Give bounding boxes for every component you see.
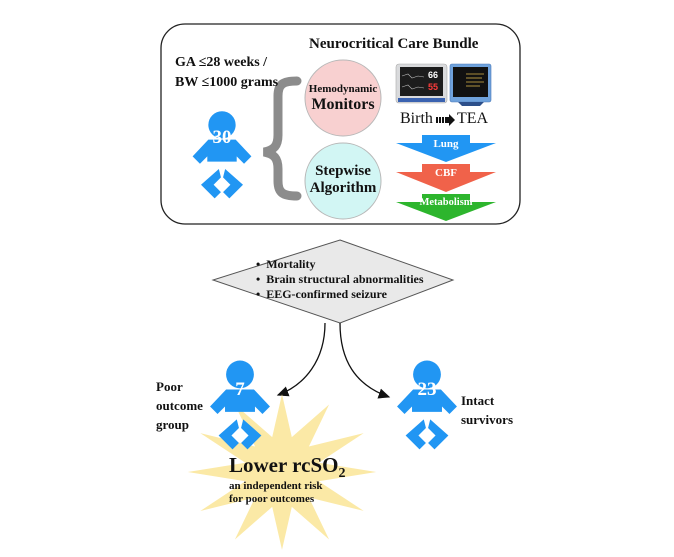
timeline-end: TEA [457, 110, 489, 127]
criteria-bw: BW ≤1000 grams [175, 75, 279, 90]
intact-survivor-label: Intact survivors [461, 393, 513, 427]
outcome-criteria-list: • Mortality • Brain structural abnormali… [256, 257, 424, 302]
arrow-to-intact-survivors [339, 322, 391, 399]
poor-outcome-count: 7 [235, 379, 245, 400]
monitor-reading-top: 66 [428, 70, 439, 80]
cascade-label-cbf: CBF [435, 167, 457, 179]
cohort-count: 30 [212, 127, 232, 148]
poor-outcome-label: Poor outcome group [156, 379, 203, 432]
intact-survivor-count: 23 [417, 379, 437, 400]
algorithm-label: Algorithm [309, 180, 377, 196]
finding-line-1: an independent risk [229, 480, 323, 492]
bedside-monitor-icon [395, 63, 448, 104]
outcome-item: • Brain structural abnormalities [256, 272, 424, 286]
timeline-arrow-icon [436, 114, 455, 126]
cascade-label-lung: Lung [433, 138, 459, 150]
grouping-brace [262, 76, 302, 201]
outcome-item: • Mortality [256, 257, 316, 271]
monitor-reading-bottom: 55 [428, 82, 439, 92]
cascade-arrow-metabolism [396, 194, 496, 221]
cascade-arrow-cbf [396, 164, 496, 192]
finding-starburst [187, 394, 377, 550]
criteria-ga: GA ≤28 weeks / [175, 55, 268, 70]
monitors-label: Monitors [311, 96, 375, 113]
hemodynamic-circle [304, 59, 382, 137]
finding-headline: Lower rcSO2 [229, 453, 346, 482]
cascade-label-metabolism: Metabolism [419, 197, 473, 208]
cascade-arrow-lung [396, 135, 496, 162]
timeline-start: Birth [400, 110, 433, 127]
finding-line-2: for poor outcomes [229, 493, 315, 505]
stepwise-circle [304, 142, 382, 220]
stepwise-label: Stepwise [315, 163, 371, 179]
hemodynamic-label: Hemodynamic [308, 83, 378, 95]
outcome-item: • EEG-confirmed seizure [256, 287, 387, 301]
ventilator-monitor-icon [449, 63, 492, 106]
bundle-title: Neurocritical Care Bundle [309, 36, 479, 52]
intact-survivor-baby-icon [397, 360, 457, 450]
arrow-to-poor-outcome [276, 322, 326, 397]
